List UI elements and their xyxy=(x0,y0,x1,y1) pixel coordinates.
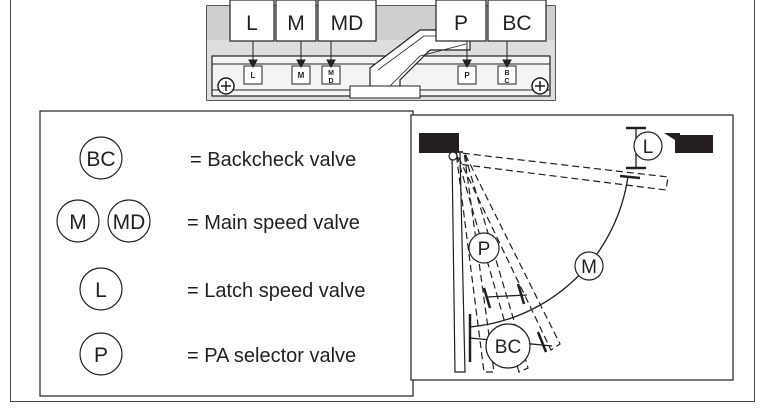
tag-leader-lines xyxy=(248,41,512,69)
legend-m-label: = Main speed valve xyxy=(187,212,360,234)
valve-tag-m: M xyxy=(275,0,317,42)
svg-text:MD: MD xyxy=(113,211,146,234)
legend-l-label: = Latch speed valve xyxy=(187,280,365,302)
door-latch-marker-label: L xyxy=(643,137,654,158)
legend-m-symbol xyxy=(56,199,100,243)
body-mark-md-bottom: D xyxy=(328,78,333,85)
legend-row-pa-selector: P = PA selector valve xyxy=(79,332,356,376)
body-mark-l: L xyxy=(251,71,256,80)
svg-text:M: M xyxy=(69,211,87,234)
body-mark-bc-bottom: C xyxy=(504,78,509,85)
outer-frame xyxy=(10,0,755,402)
valve-tag-bc: BC xyxy=(487,0,547,42)
valve-tag-l: L xyxy=(229,0,275,42)
door-swing-diagram xyxy=(419,126,713,373)
door-latch-marker xyxy=(633,131,663,161)
body-mark-m: M xyxy=(298,71,305,80)
legend-l-symbol xyxy=(79,267,123,311)
door-main-marker-label: M xyxy=(581,257,597,278)
valve-tag-md: MD xyxy=(317,0,377,42)
svg-text:M: M xyxy=(287,12,305,35)
hinge-side-frame-stop xyxy=(419,133,459,153)
body-mark-p: P xyxy=(464,71,470,80)
svg-text:BC: BC xyxy=(86,148,115,171)
door-backcheck-marker-label: BC xyxy=(495,337,521,358)
legend-p-label: = PA selector valve xyxy=(187,345,356,367)
legend-row-main-speed: M MD = Main speed valve xyxy=(56,199,360,243)
legend-p-symbol xyxy=(79,332,123,376)
door-main-marker xyxy=(574,251,604,281)
svg-text:BC: BC xyxy=(502,12,531,35)
door-pa-marker xyxy=(468,232,500,264)
legend-row-latch-speed: L = Latch speed valve xyxy=(79,267,365,311)
legend-bc-label: = Backcheck valve xyxy=(190,149,356,171)
door-backcheck-marker xyxy=(485,323,531,369)
legend-bc-symbol xyxy=(79,136,123,180)
body-mark-md-top: M xyxy=(328,70,334,77)
svg-text:MD: MD xyxy=(331,12,364,35)
svg-text:P: P xyxy=(454,12,468,35)
legend-md-symbol xyxy=(107,199,151,243)
svg-text:P: P xyxy=(94,344,108,367)
door-pa-marker-label: P xyxy=(478,239,491,260)
valve-tag-p: P xyxy=(435,0,487,42)
svg-text:L: L xyxy=(246,12,258,35)
latch-side-frame-stop xyxy=(675,135,713,153)
body-mark-bc-top: B xyxy=(504,70,509,77)
legend-row-backcheck: BC = Backcheck valve xyxy=(79,136,356,180)
svg-text:L: L xyxy=(95,279,107,302)
